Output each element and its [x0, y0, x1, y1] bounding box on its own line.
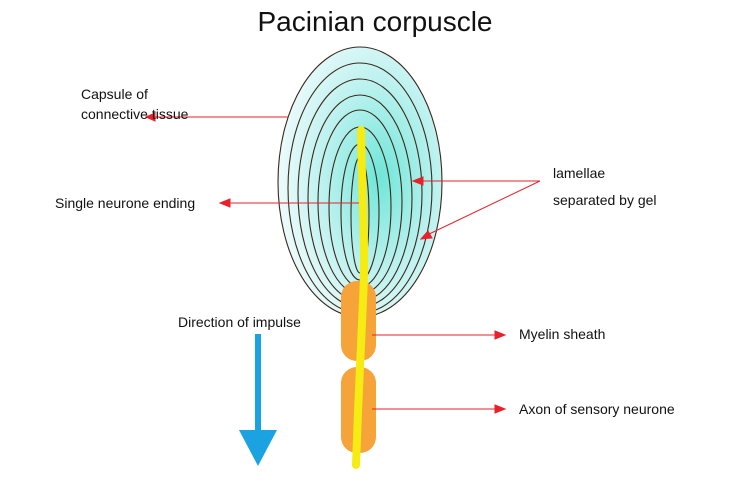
lamellae-label-line1: lamellae [553, 165, 606, 181]
lamellae-pointer-head-2 [419, 230, 433, 240]
axon-pointer-head [494, 404, 507, 414]
axon-label: Axon of sensory neurone [519, 401, 675, 417]
impulse-arrow-head [239, 430, 277, 466]
direction-of-impulse-label: Direction of impulse [178, 314, 301, 330]
neurone-ending-label: Single neurone ending [55, 195, 196, 211]
lamellae-label-line2: separated by gel [553, 192, 657, 208]
lamellae-pointer-head-1 [411, 176, 424, 186]
pointer-arrows [144, 112, 541, 414]
capsule-label-line2: connective tissue [81, 106, 189, 122]
impulse-arrow-shaft [255, 334, 261, 436]
neurone-ending-pointer-head [218, 198, 231, 208]
impulse-direction-arrow [239, 334, 277, 466]
capsule-pointer-head [144, 112, 156, 122]
lamellae-pointer-line-2 [424, 180, 541, 237]
myelin-sheath-label: Myelin sheath [519, 326, 606, 342]
diagram-title: Pacinian corpuscle [257, 6, 493, 37]
neurone-fibre [352, 126, 369, 469]
capsule-label-line1: Capsule of [81, 86, 148, 102]
myelin-pointer-head [494, 330, 507, 340]
